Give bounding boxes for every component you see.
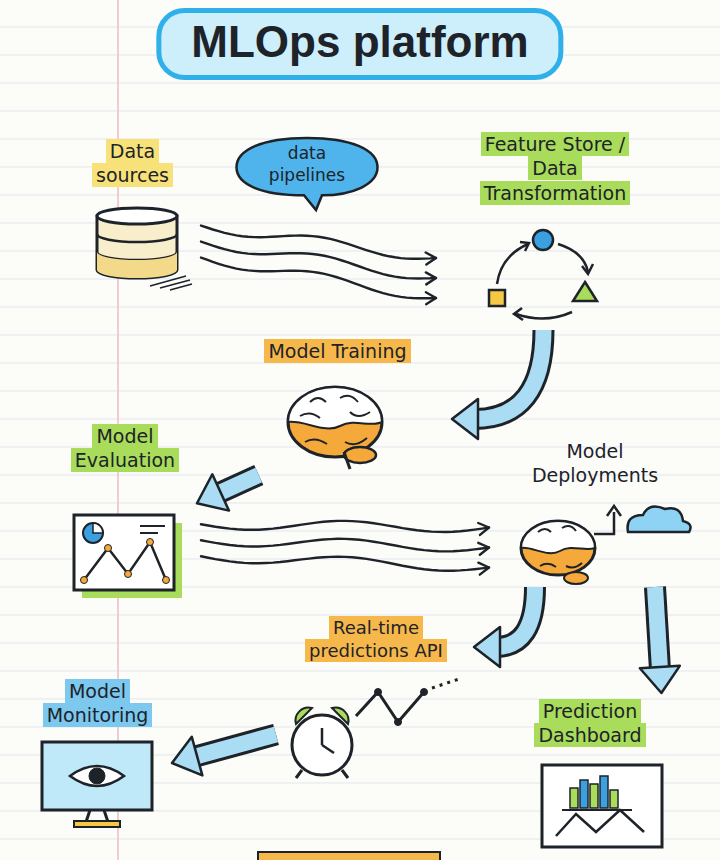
pipeline-line (201, 258, 436, 299)
line-arrow-head (478, 563, 489, 575)
arrow-body (496, 587, 535, 647)
brain-icon (288, 387, 382, 469)
step-node: Real-time predictions API (280, 612, 472, 787)
node-label: Data sources (92, 139, 173, 187)
cycle-icon (489, 230, 597, 320)
node-label: Model Evaluation (71, 424, 179, 472)
label-wrap: Real-time predictions API (285, 616, 467, 662)
title-box: MLOps platform (156, 8, 563, 80)
node-label: data pipelines (265, 142, 349, 186)
dashboard-icon (542, 765, 662, 847)
step-node: Feature Store / Data Transformation (440, 128, 670, 328)
arrow-head (452, 399, 478, 439)
label-wrap: Feature Store / Data Transformation (458, 132, 653, 205)
label-wrap: Prediction Dashboard (515, 699, 665, 748)
arrow-body (474, 330, 544, 419)
node-label: Model Training (264, 339, 410, 363)
flow-arrow (172, 735, 276, 776)
arrow-head (172, 737, 202, 776)
arrow-outline (217, 475, 259, 494)
line-arrow-head (426, 272, 436, 284)
step-node: Prediction Dashboard (505, 695, 675, 855)
arrow-outline (474, 330, 544, 419)
arrow-head (197, 474, 229, 510)
arrow-outline (655, 587, 660, 671)
node-label: Real-time predictions API (305, 616, 447, 662)
arrow-body (193, 735, 276, 758)
speech-bubble: data pipelines (232, 134, 382, 214)
arrow-head (474, 627, 500, 667)
arrow-head (640, 666, 680, 693)
deploy-icon (521, 506, 691, 584)
step-node: Model Evaluation (55, 420, 195, 605)
arrow-outline (496, 587, 535, 647)
arrow-outline (193, 735, 276, 758)
step-node: Model Deployments (495, 435, 695, 585)
flow-arrow (474, 587, 535, 667)
label-wrap: Model Training (233, 339, 443, 363)
flow-arrow (452, 330, 544, 439)
flow-arrow (197, 474, 259, 510)
line-arrow-head (426, 292, 436, 304)
line-arrow-head (478, 543, 489, 555)
step-node: Model Monitoring (25, 675, 170, 835)
monitor-icon (42, 742, 152, 827)
clock-icon (292, 678, 462, 778)
node-label: Model Deployments (528, 439, 662, 487)
bubble-shape (237, 138, 378, 210)
pipeline-line (201, 521, 489, 532)
arrow-body (217, 475, 259, 494)
cut-off-box (258, 852, 440, 860)
label-wrap: Model Deployments (518, 439, 673, 488)
pipeline-arrows (201, 226, 436, 305)
pipeline-line (201, 539, 489, 552)
step-node: Data sources (70, 135, 195, 283)
step-node: Model Training (225, 335, 450, 475)
node-label: Feature Store / Data Transformation (480, 132, 631, 205)
database-icon (97, 208, 192, 290)
title-text: MLOps platform (191, 17, 528, 66)
line-arrow-head (478, 523, 489, 535)
node-label: Prediction Dashboard (534, 699, 645, 747)
arrow-body (655, 587, 660, 671)
pipeline-line (201, 556, 489, 571)
label-wrap: Model Evaluation (61, 424, 189, 473)
chart-icon (74, 515, 182, 598)
label-wrap: data pipelines (252, 143, 362, 187)
flow-arrow (640, 587, 680, 693)
label-wrap: Model Monitoring (30, 679, 165, 728)
node-label: Model Monitoring (43, 679, 153, 727)
label-wrap: Data sources (78, 139, 188, 188)
line-arrow-head (426, 253, 436, 265)
pipeline-arrows (201, 521, 489, 575)
